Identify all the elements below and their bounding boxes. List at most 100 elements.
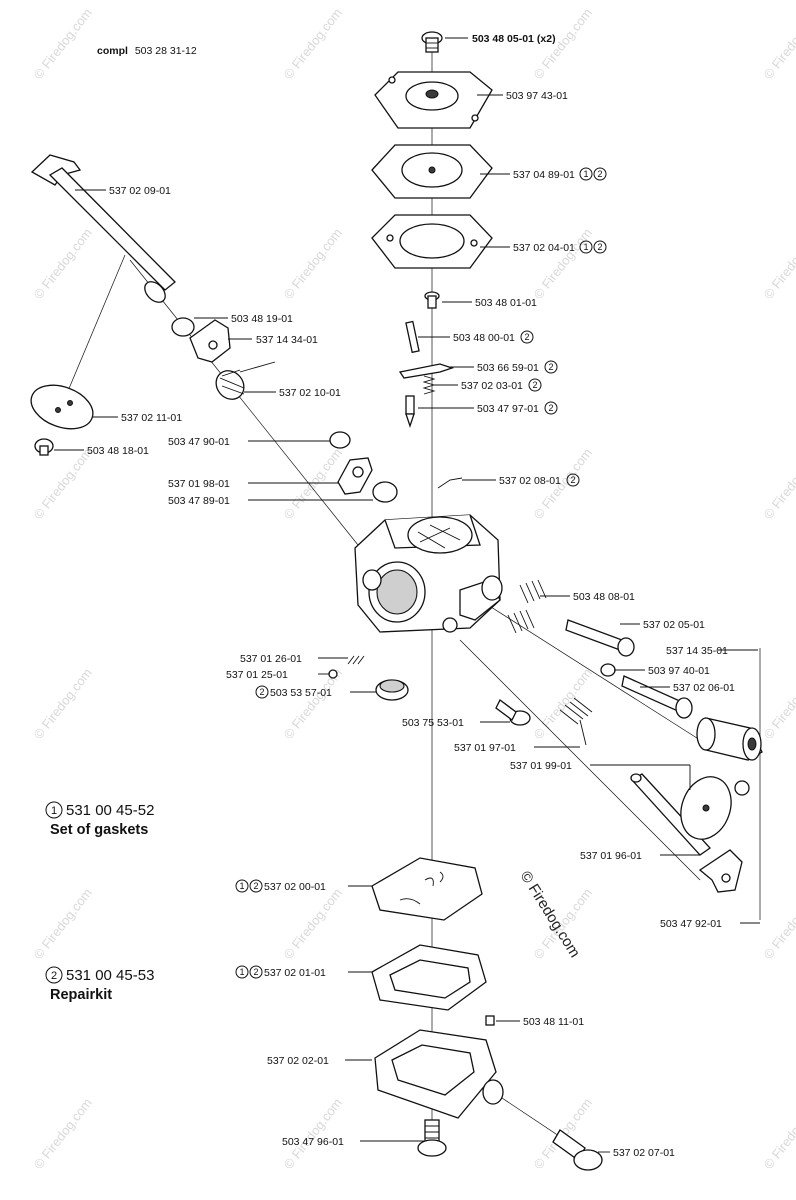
kit-legend: 1 531 00 45-52 Set of gaskets 2 531 00 4… [45, 801, 154, 1003]
kit-mark-2: 2 [593, 167, 607, 181]
part-label: 503 47 92-01 [660, 918, 722, 930]
filter-screen-part [375, 679, 409, 701]
throttle-disc-part [680, 776, 732, 840]
part-label: 503 48 11-01 [523, 1016, 584, 1028]
plug-part [485, 1015, 495, 1026]
part-label: 537 14 34-01 [256, 334, 318, 346]
kit-mark-2: 2 [544, 401, 558, 415]
adjust-needle-part [565, 619, 635, 657]
diagonal-axis-line-lever [459, 639, 701, 881]
part-label: 537 01 97-01 [454, 742, 516, 754]
watermark: © Firedog.com [761, 5, 796, 82]
part-label: 537 02 02-01 [267, 1055, 329, 1067]
part-label: 503 97 40-01 [648, 665, 710, 677]
part-label: 537 01 25-01 [226, 669, 288, 681]
kit-mark-1: 1 [579, 167, 593, 181]
watermark: © Firedog.com [31, 445, 95, 522]
watermark: © Firedog.com [761, 445, 796, 522]
part-label: 503 47 90-01 [168, 436, 230, 448]
pump-diaphragm-part [371, 144, 493, 199]
small-nut-part [329, 431, 351, 449]
watermark: © Firedog.com [31, 885, 95, 962]
part-label: 503 53 57-01 [270, 687, 332, 699]
watermark: © Firedog.com [31, 665, 95, 742]
kit-mark-1: 1 [235, 879, 249, 893]
spring-part [422, 375, 436, 395]
compl-number: 503 28 31-12 [135, 45, 197, 57]
watermark: © Firedog.com [31, 1095, 95, 1172]
small-screw-part [424, 291, 440, 309]
kit-mark-2: 2 [249, 879, 263, 893]
part-labels: 503 48 05-01(x2) 503 97 43-01 537 04 89-… [87, 33, 735, 1159]
choke-lever-part [189, 319, 231, 363]
adjust-cap-part [696, 717, 763, 761]
part-label: 503 97 43-01 [506, 90, 568, 102]
fitting-screw-part [552, 1129, 603, 1171]
lever-bushing-part [372, 481, 398, 503]
choke-spring-part [215, 361, 276, 400]
watermark: © Firedog.com [281, 445, 345, 522]
kit-mark-2: 2 [566, 473, 580, 487]
kit-mark-2: 2 [520, 330, 534, 344]
watermark: © Firedog.com [31, 5, 95, 82]
watermark: © Firedog.com [281, 885, 345, 962]
watermark: © Firedog.com [761, 885, 796, 962]
part-label: 503 48 05-01(x2) [472, 33, 556, 45]
choke-disc-part [30, 384, 94, 430]
kit-mark-1: 1 [579, 240, 593, 254]
washer-part [600, 663, 616, 677]
leader-lines [54, 37, 760, 1153]
watermark: © Firedog.com [761, 225, 796, 302]
part-label: 537 02 01-01 [264, 967, 326, 979]
throttle-lever-part [698, 780, 750, 893]
watermark: © Firedog.com [531, 665, 595, 742]
kit-repairkit: 2 531 00 45-53 Repairkit [45, 966, 154, 1003]
metering-gasket-part [371, 857, 483, 921]
needle-part [405, 395, 415, 429]
svg-text:1: 1 [583, 242, 588, 252]
watermark: © Firedog.com [281, 1095, 345, 1172]
kit-name: Set of gaskets [50, 822, 148, 838]
part-label: 537 02 09-01 [109, 185, 171, 197]
part-label: 503 47 96-01 [282, 1136, 344, 1148]
lever-part [398, 363, 455, 379]
svg-text:1: 1 [583, 169, 588, 179]
adjust-spring-part [507, 579, 547, 634]
svg-text:2: 2 [570, 475, 575, 485]
kit-mark-2: 2 [255, 685, 269, 699]
svg-text:1: 1 [239, 967, 244, 977]
svg-text:2: 2 [532, 380, 537, 390]
part-label: 537 14 35-01 [666, 645, 728, 657]
watermark: © Firedog.com [761, 665, 796, 742]
metering-cover-part [374, 1029, 504, 1119]
kit-number: 531 00 45-52 [66, 802, 154, 819]
compl-prefix: compl [97, 45, 128, 57]
lever-bracket-part [337, 457, 373, 495]
svg-text:2: 2 [51, 970, 57, 982]
part-label: 503 75 53-01 [402, 717, 464, 729]
bushing-part [171, 317, 195, 337]
part-label: 537 01 26-01 [240, 653, 302, 665]
part-label: 537 04 89-01 [513, 169, 575, 181]
part-label: 503 47 89-01 [168, 495, 230, 507]
choke-axis-line [59, 254, 126, 411]
watermark: © Firedog.com [531, 225, 595, 302]
part-label: 537 02 05-01 [643, 619, 705, 631]
metering-diaphragm-part [371, 944, 487, 1011]
part-label: 537 01 98-01 [168, 478, 230, 490]
pump-cover-part [374, 71, 493, 129]
kit-mark-2: 2 [249, 965, 263, 979]
svg-text:2: 2 [253, 881, 258, 891]
svg-text:2: 2 [548, 403, 553, 413]
svg-text:1: 1 [51, 805, 57, 817]
kit-gaskets: 1 531 00 45-52 Set of gaskets [45, 801, 154, 838]
part-label: 537 02 00-01 [264, 881, 326, 893]
part-label: 537 02 10-01 [279, 387, 341, 399]
part-label: 537 02 06-01 [673, 682, 735, 694]
part-label: 537 01 99-01 [510, 760, 572, 772]
throttle-screw-part [495, 699, 531, 726]
part-label: 537 02 08-01 [499, 475, 561, 487]
kit-mark-2: 2 [544, 360, 558, 374]
watermark: © Firedog.com [281, 225, 345, 302]
